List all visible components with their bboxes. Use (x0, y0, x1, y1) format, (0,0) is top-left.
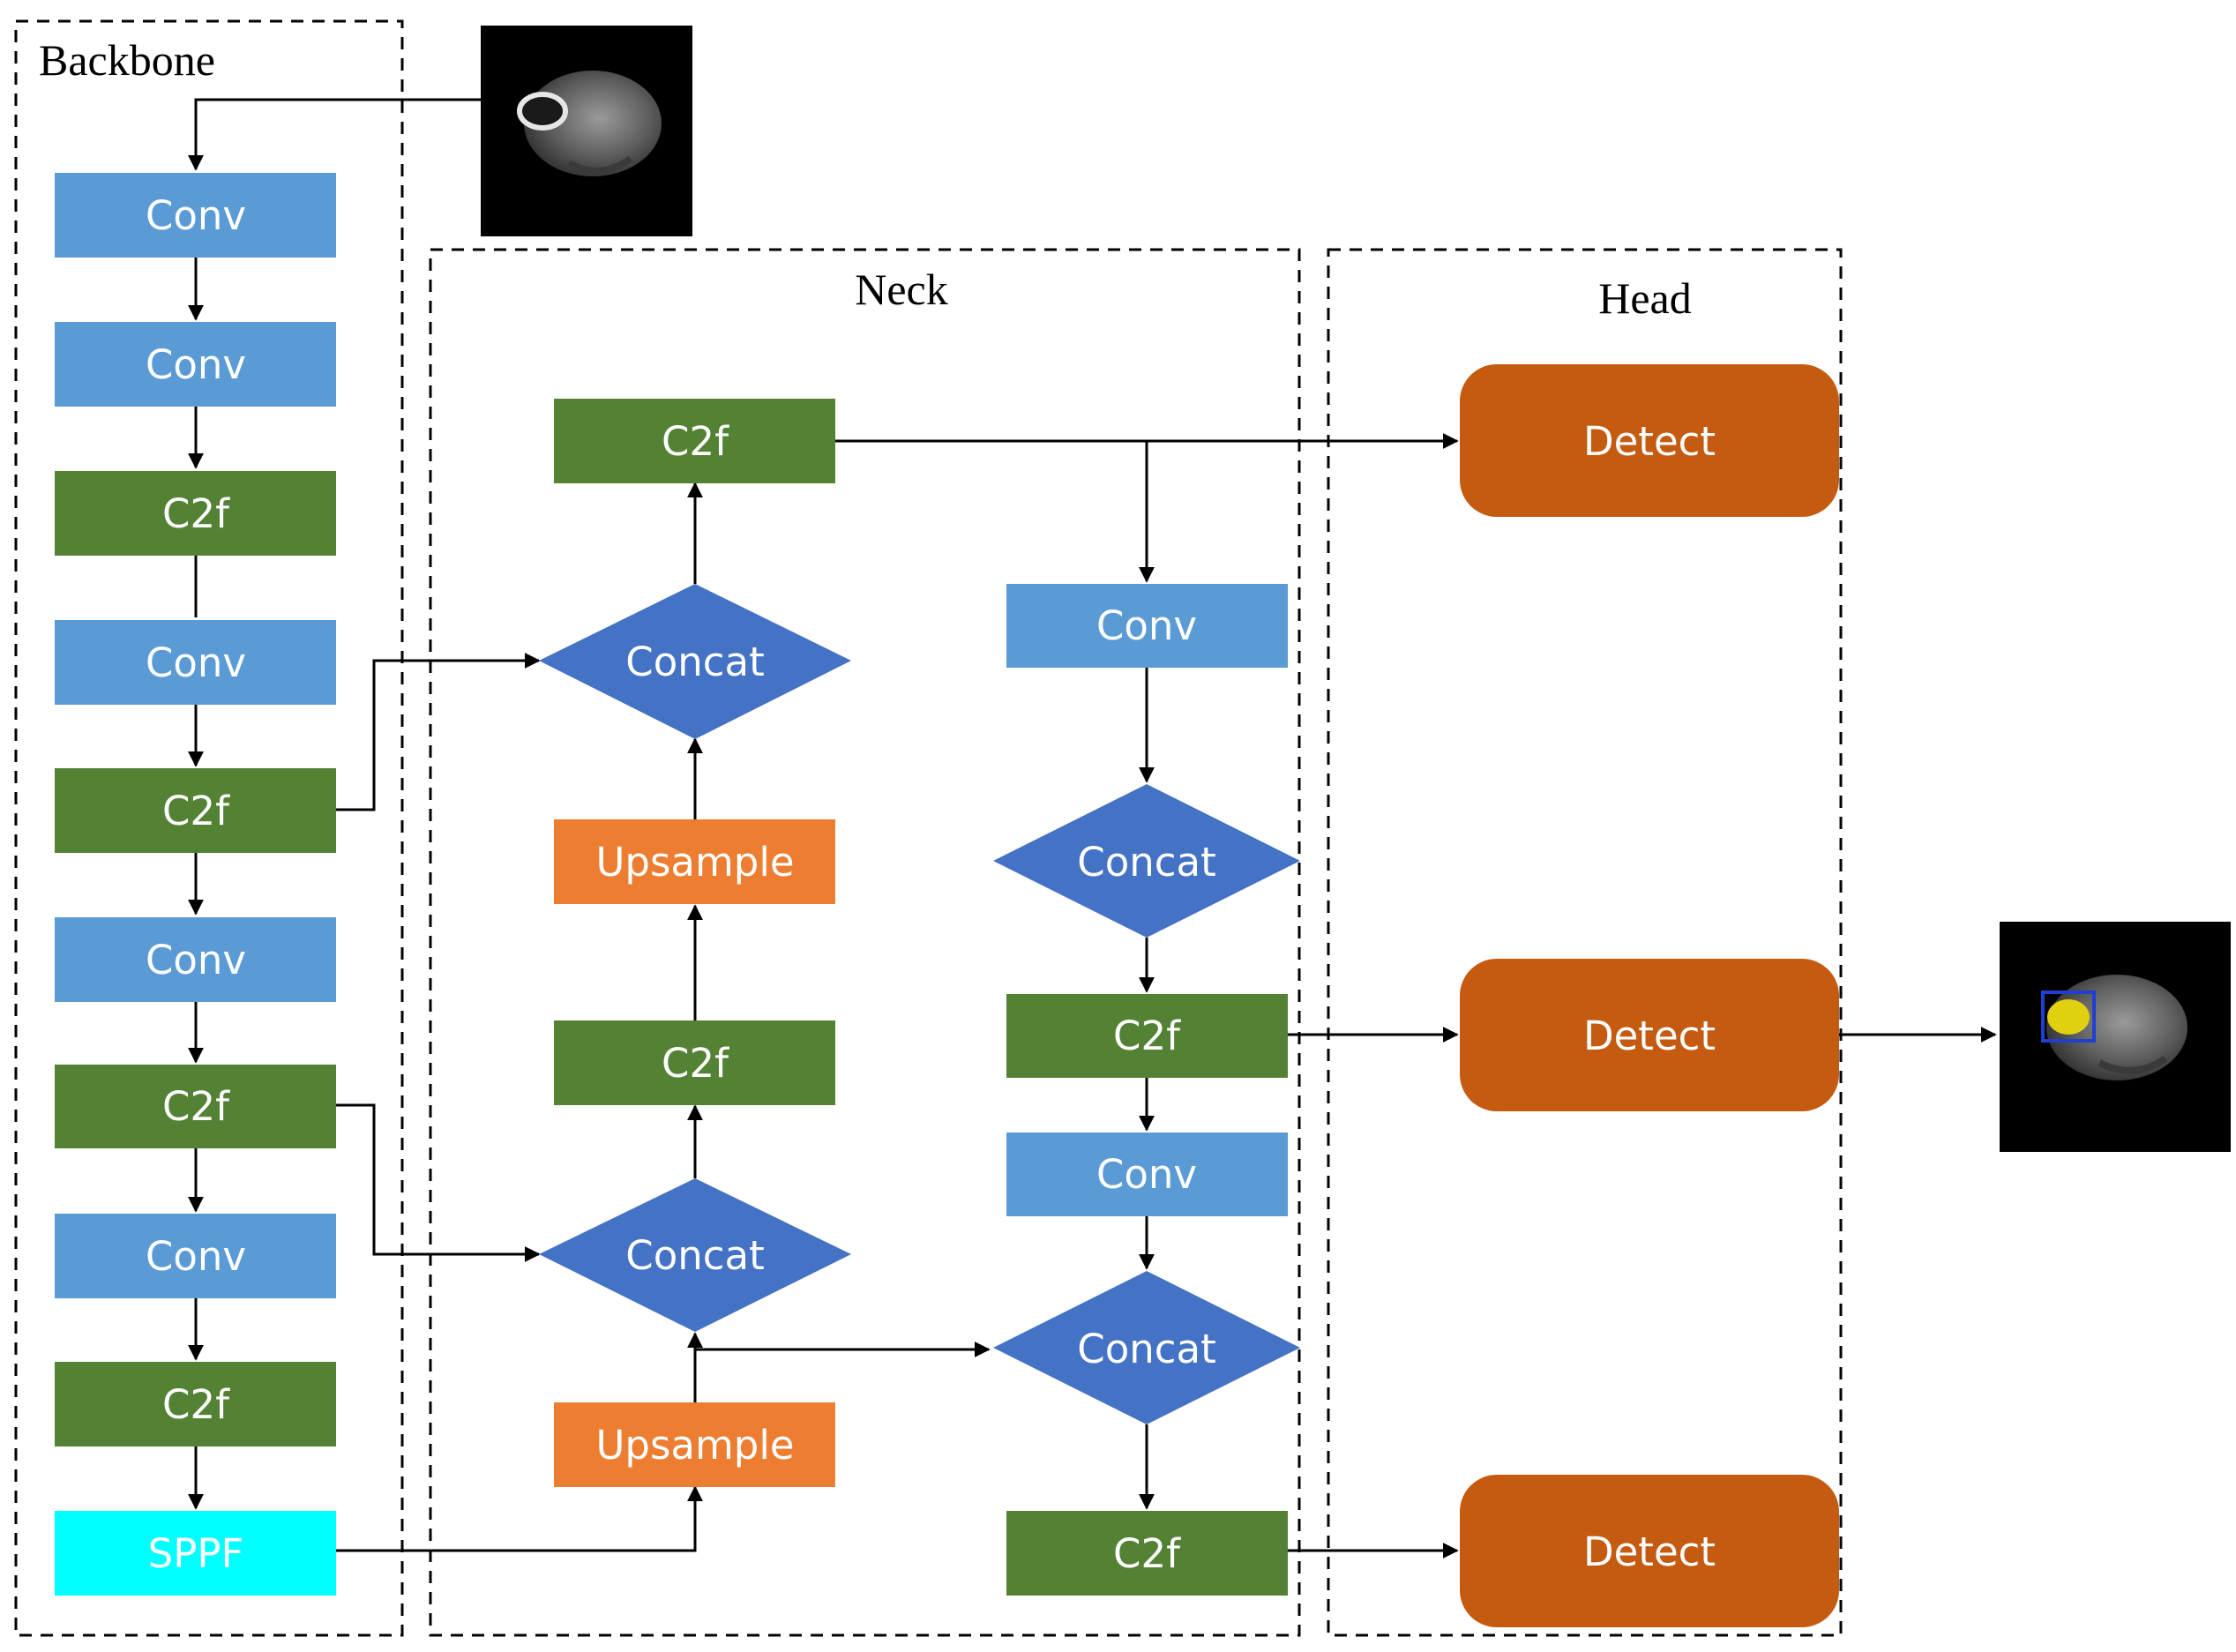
backbone-c2f-1: C2f (55, 471, 336, 556)
output-image (2000, 922, 2231, 1152)
backbone-conv-3: Conv (55, 620, 336, 705)
neck-upsample-1: Upsample (554, 819, 835, 904)
neck-concat-3: Concat (993, 784, 1300, 938)
svg-text:Conv: Conv (1096, 602, 1197, 649)
neck-c2f-right-1: C2f (1006, 994, 1288, 1078)
svg-text:C2f: C2f (1113, 1530, 1181, 1577)
svg-text:Concat: Concat (1077, 1326, 1215, 1372)
edges (188, 98, 1997, 1559)
backbone-conv-1: Conv (55, 173, 336, 258)
svg-text:C2f: C2f (162, 788, 230, 834)
svg-text:Conv: Conv (146, 639, 246, 686)
neck-c2f-right-2: C2f (1006, 1511, 1288, 1596)
svg-text:Conv: Conv (146, 192, 246, 239)
svg-text:Concat: Concat (625, 1232, 764, 1279)
neck-c2f-top: C2f (554, 399, 835, 483)
svg-text:C2f: C2f (162, 490, 230, 537)
detection-bbox (2041, 990, 2096, 1043)
head-group (1327, 248, 1843, 1637)
neck-concat-4: Concat (993, 1271, 1300, 1424)
backbone-conv-5: Conv (55, 1214, 336, 1298)
svg-text:Concat: Concat (1077, 839, 1215, 886)
svg-text:Detect: Detect (1583, 1529, 1716, 1575)
svg-text:C2f: C2f (662, 1040, 729, 1087)
head-detect-2: Detect (1460, 959, 1839, 1111)
backbone-conv-2: Conv (55, 322, 336, 407)
neck-concat-2: Concat (539, 1178, 851, 1332)
svg-text:Detect: Detect (1583, 1013, 1716, 1059)
svg-text:Upsample: Upsample (595, 1422, 794, 1469)
svg-text:C2f: C2f (662, 418, 729, 465)
backbone-group (14, 19, 404, 1637)
head-detect-1: Detect (1460, 364, 1839, 517)
svg-text:Detect: Detect (1583, 418, 1716, 465)
neck-blocks: C2f Concat Upsample C2f Concat Upsample … (539, 399, 1300, 1596)
backbone-title: Backbone (39, 35, 215, 85)
neck-title: Neck (855, 265, 948, 314)
svg-text:Concat: Concat (625, 639, 764, 685)
neck-upsample-2: Upsample (554, 1402, 835, 1487)
backbone-c2f-2: C2f (55, 768, 336, 853)
head-title: Head (1598, 273, 1692, 323)
neck-c2f-mid: C2f (554, 1020, 835, 1105)
neck-conv-right-2: Conv (1006, 1132, 1288, 1216)
backbone-blocks: Conv Conv C2f Conv C2f Conv C2f Conv (55, 173, 336, 1596)
head-blocks: Detect Detect Detect (1460, 364, 1839, 1627)
svg-text:C2f: C2f (1113, 1013, 1181, 1059)
svg-text:Conv: Conv (1096, 1151, 1197, 1198)
backbone-conv-4: Conv (55, 917, 336, 1002)
neck-concat-1: Concat (539, 584, 851, 739)
svg-text:C2f: C2f (162, 1381, 230, 1428)
neck-group (429, 248, 1301, 1637)
head-detect-3: Detect (1460, 1475, 1839, 1627)
svg-text:Conv: Conv (146, 341, 246, 388)
svg-text:SPPF: SPPF (148, 1530, 244, 1577)
backbone-c2f-4: C2f (55, 1362, 336, 1446)
svg-text:Conv: Conv (146, 937, 246, 983)
backbone-sppf: SPPF (55, 1511, 336, 1596)
backbone-c2f-3: C2f (55, 1065, 336, 1148)
svg-text:Upsample: Upsample (595, 839, 794, 886)
svg-text:Conv: Conv (146, 1233, 246, 1280)
svg-text:C2f: C2f (162, 1083, 230, 1130)
neck-conv-right-1: Conv (1006, 584, 1288, 668)
input-image (481, 26, 692, 236)
